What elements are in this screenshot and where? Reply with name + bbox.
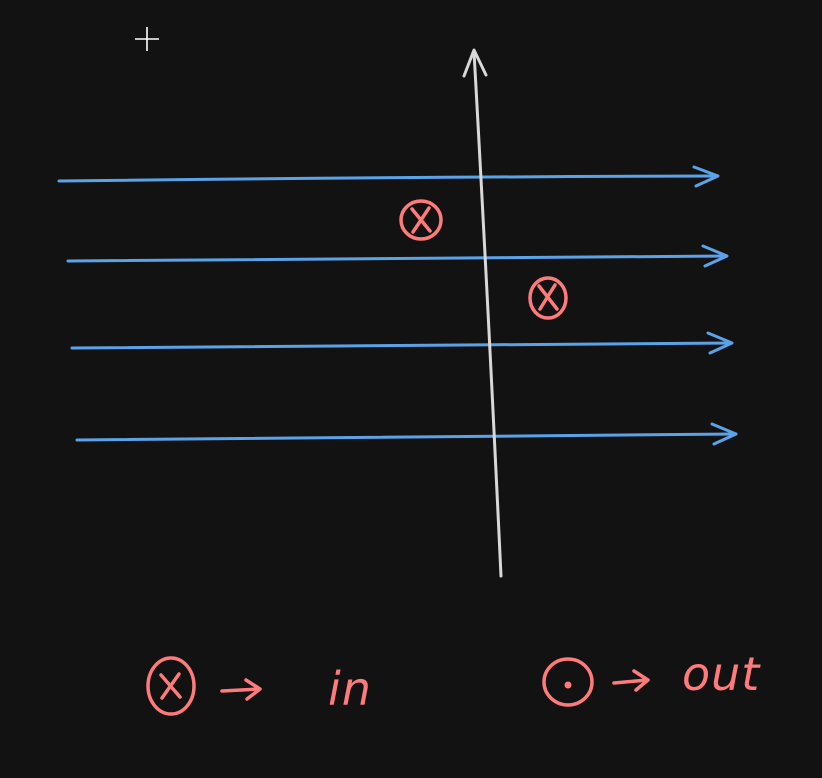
conductor-arrow	[462, 48, 503, 578]
field-line-4	[75, 422, 738, 446]
cross-in-circle-icon	[146, 656, 196, 716]
field-line-2	[66, 244, 729, 268]
right-arrow-icon	[220, 678, 262, 701]
field-line-1	[57, 165, 720, 188]
legend-label-out: out	[682, 647, 761, 701]
legend-label-in: in	[328, 662, 372, 716]
crosshair-cursor-icon	[135, 27, 159, 51]
legend: in out	[146, 647, 761, 716]
dot-in-circle-icon	[542, 657, 594, 707]
cross-in-circle-icon	[528, 276, 568, 320]
cross-in-circle-icon	[399, 199, 443, 241]
field-line-3	[70, 331, 734, 355]
right-arrow-icon	[612, 669, 650, 692]
field-lines	[57, 165, 738, 446]
